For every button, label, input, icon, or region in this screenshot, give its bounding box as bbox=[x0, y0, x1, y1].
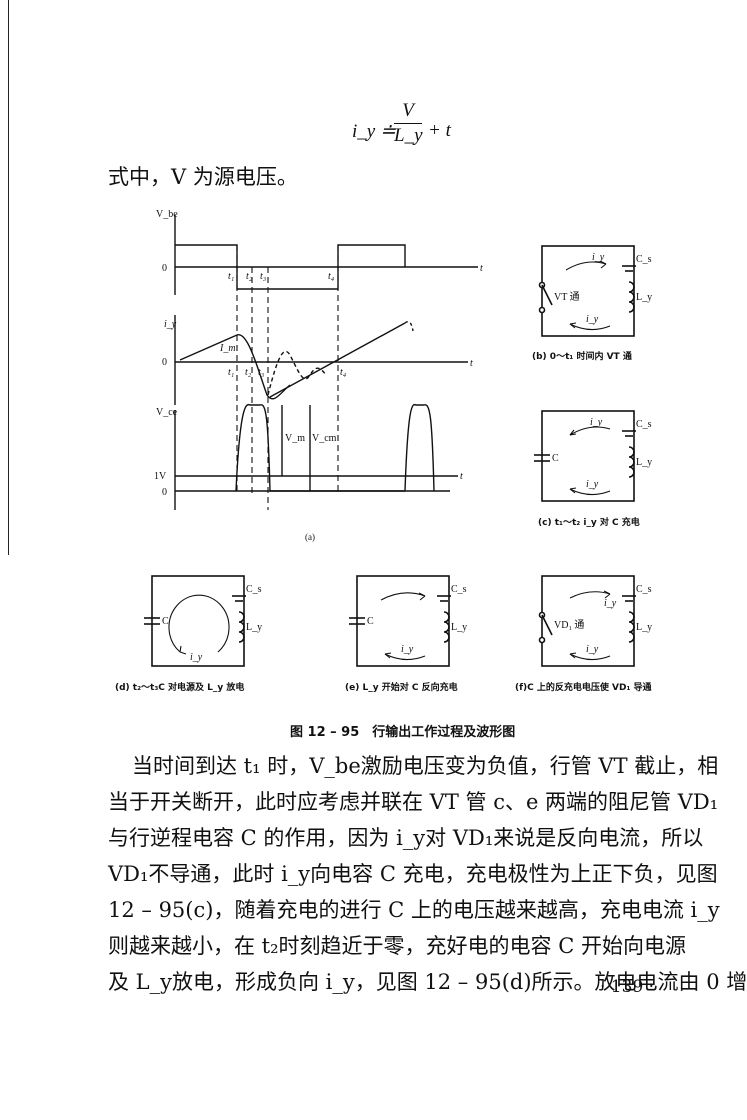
caption-d: (d) t₂～t₃C 对电源及 L_y 放电 bbox=[115, 683, 245, 693]
waveform-panel-a: V_be 0 t i_y 0 t I_m V_ce 1V 0 t V_m V_c… bbox=[154, 209, 483, 542]
formula-note: 式中，V 为源电压。 bbox=[108, 165, 298, 189]
circuit-b-current-1: i_y bbox=[592, 252, 605, 263]
circuit-b: VT 通 C_s L_y i_y i_y bbox=[538, 245, 652, 337]
label-t-axis-1: t bbox=[480, 263, 483, 274]
circuit-c-ind: L_y bbox=[636, 457, 652, 468]
circuit-f-current-1: i_y bbox=[604, 598, 617, 609]
caption-e: (e) L_y 开始对 C 反向充电 bbox=[345, 683, 458, 693]
label-zero-2: 0 bbox=[162, 357, 167, 368]
circuit-e-cap: C_s bbox=[451, 584, 467, 595]
circuit-f-current-2: i_y bbox=[586, 644, 599, 655]
formula-denominator: L_y bbox=[394, 125, 423, 146]
circuit-c-current-2: i_y bbox=[586, 479, 599, 490]
label-1v: 1V bbox=[154, 471, 167, 482]
formula-numerator: V bbox=[402, 100, 414, 121]
paragraph-line-4: VD₁不导通，此时 i_y向电容 C 充电，充电极性为上正下负，见图 bbox=[108, 862, 718, 886]
paragraph-line-6: 则越来越小，在 t₂时刻趋近于零，充好电的电容 C 开始向电源 bbox=[108, 934, 686, 958]
caption-a: (a) bbox=[305, 532, 315, 542]
circuit-f-switch: VD₁ 通 bbox=[554, 619, 584, 631]
circuit-e-current: i_y bbox=[401, 644, 414, 655]
circuit-d-cap-left: C bbox=[162, 616, 169, 627]
label-t4-top: t₄ bbox=[328, 271, 335, 282]
label-t1-mid: t₁ bbox=[228, 367, 234, 378]
circuit-f-cap: C_s bbox=[636, 584, 652, 595]
circuit-f-ind: L_y bbox=[636, 622, 652, 633]
circuit-d: C C_s L_y i_y bbox=[144, 575, 262, 667]
circuit-e-ind: L_y bbox=[451, 622, 467, 633]
formula-rhs: + t bbox=[428, 120, 451, 141]
circuit-e: C C_s L_y i_y bbox=[349, 575, 467, 667]
fraction-bar bbox=[394, 123, 422, 124]
label-lm: I_m bbox=[219, 343, 236, 354]
formula-lhs: i_y ≐ bbox=[352, 121, 396, 142]
label-t4-mid: t₄ bbox=[340, 367, 347, 378]
label-t-axis-3: t bbox=[460, 471, 463, 482]
label-t1-top: t₁ bbox=[228, 271, 234, 282]
formula-iy: i_y ≐ V L_y + t bbox=[352, 98, 472, 158]
label-vbe: V_be bbox=[156, 209, 178, 220]
circuit-c-cap: C_s bbox=[636, 419, 652, 430]
circuit-d-ind: L_y bbox=[246, 622, 262, 633]
label-vcm: V_cm bbox=[312, 433, 337, 444]
paragraph-line-5: 12 – 95(c)，随着充电的进行 C 上的电压越来越高，充电电流 i_y bbox=[108, 898, 720, 922]
caption-b: (b) 0～t₁ 时间内 VT 通 bbox=[532, 352, 632, 362]
paragraph-line-3: 与行逆程电容 C 的作用，因为 i_y对 VD₁来说是反向电流，所以 bbox=[108, 826, 704, 850]
circuit-d-current: i_y bbox=[190, 652, 203, 663]
circuit-c-current-1: i_y bbox=[590, 417, 603, 428]
label-t3-mid: t₃ bbox=[258, 367, 265, 378]
paragraph-line-7: 及 L_y放电，形成负向 i_y，见图 12 – 95(d)所示。放电电流由 0… bbox=[108, 970, 747, 994]
label-t3-top: t₃ bbox=[260, 271, 267, 282]
circuit-f: VD₁ 通 C_s L_y i_y i_y bbox=[538, 575, 652, 667]
label-zero-3: 0 bbox=[162, 487, 167, 498]
formula-fraction: V L_y bbox=[394, 100, 423, 147]
circuit-c: C C_s L_y i_y i_y bbox=[534, 410, 652, 502]
label-zero-1: 0 bbox=[162, 263, 167, 274]
circuit-d-cap: C_s bbox=[246, 584, 262, 595]
circuit-b-current-2: i_y bbox=[586, 314, 599, 325]
circuit-e-cap-left: C bbox=[367, 616, 374, 627]
label-vm: V_m bbox=[285, 433, 305, 444]
label-t2-mid: t₂ bbox=[245, 367, 252, 378]
circuit-b-ind: L_y bbox=[636, 292, 652, 303]
caption-f: (f)C 上的反充电电压使 VD₁ 导通 bbox=[515, 683, 652, 693]
page-margin-rule bbox=[8, 0, 9, 555]
circuit-c-cap-left: C bbox=[552, 453, 559, 464]
label-t2-top: t₂ bbox=[246, 271, 253, 282]
label-iy: i_y bbox=[164, 319, 177, 330]
paragraph-line-1: 当时间到达 t₁ 时，V_be激励电压变为负值，行管 VT 截止，相 bbox=[132, 754, 719, 778]
circuit-b-cap: C_s bbox=[636, 254, 652, 265]
figure-caption: 图 12 – 95 行输出工作过程及波形图 bbox=[290, 725, 516, 740]
paragraph-line-2: 当于开关断开，此时应考虑并联在 VT 管 c、e 两端的阻尼管 VD₁ bbox=[108, 790, 719, 814]
caption-c: (c) t₁～t₂ i_y 对 C 充电 bbox=[538, 518, 640, 528]
label-t-axis-2: t bbox=[470, 358, 473, 369]
page-number: · 139 · bbox=[600, 977, 655, 997]
circuit-b-switch: VT 通 bbox=[554, 291, 580, 303]
label-vce: V_ce bbox=[156, 407, 178, 418]
